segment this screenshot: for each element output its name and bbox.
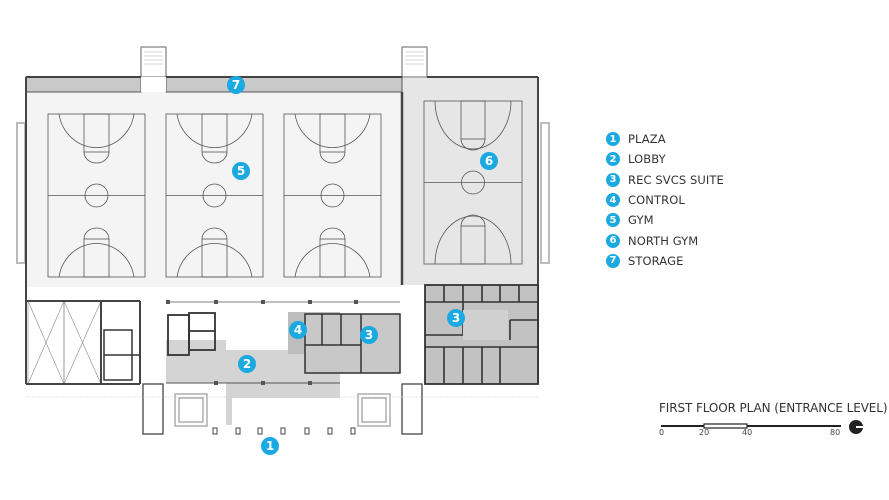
north-stairs [140,46,428,78]
plan-title-and-scale: FIRST FLOOR PLAN (ENTRANCE LEVEL) 0 20 4… [659,401,888,438]
legend-label: NORTH GYM [628,233,699,248]
legend-label: CONTROL [628,193,685,208]
scale-tick: 0 [659,428,665,437]
number-badge: 5 [606,213,620,228]
north-gym-area [402,78,538,285]
legend-item-north-gym: 6 NORTH GYM [606,230,724,250]
gym-area [26,92,402,287]
legend-item-gym: 5 GYM [606,210,724,230]
south-zone [26,284,539,435]
scale-tick: 40 [742,428,753,437]
number-badge: 2 [606,152,620,167]
north-arrow-icon [849,420,863,434]
legend-item-plaza: 1 PLAZA [606,129,724,149]
legend-label: STORAGE [628,253,684,268]
number-badge: 6 [606,233,620,248]
legend-label: REC SVCS SUITE [628,172,724,187]
scale-bar: 0 20 40 80 [659,418,871,438]
legend-item-rec-svcs-suite: 3 REC SVCS SUITE [606,170,724,190]
legend-label: PLAZA [628,132,666,147]
legend-item-storage: 7 STORAGE [606,251,724,271]
legend-label: GYM [628,213,654,228]
legend-label: LOBBY [628,152,666,167]
scale-bar-graphic [661,423,841,429]
suite-west [304,313,401,374]
room-legend: 1 PLAZA 2 LOBBY 3 REC SVCS SUITE 4 CONTROL 5… [606,129,724,271]
marker-rec-svcs-suite-east: 3 [447,309,465,327]
marker-gym: 5 [232,162,250,180]
scale-tick: 20 [699,428,710,437]
marker-lobby: 2 [238,355,256,373]
legend-item-control: 4 CONTROL [606,190,724,210]
scale-tick: 80 [830,428,841,437]
basketball-courts [47,100,523,278]
number-badge: 7 [606,253,620,268]
number-badge: 1 [606,132,620,147]
marker-control: 4 [289,321,307,339]
marker-rec-svcs-suite-west: 3 [360,326,378,344]
legend-item-lobby: 2 LOBBY [606,149,724,169]
marker-north-gym: 6 [480,152,498,170]
number-badge: 4 [606,193,620,208]
marker-storage: 7 [227,76,245,94]
storage-strip [25,76,142,93]
number-badge: 3 [606,172,620,187]
plan-title: FIRST FLOOR PLAN (ENTRANCE LEVEL) [659,401,888,415]
marker-plaza: 1 [261,437,279,455]
